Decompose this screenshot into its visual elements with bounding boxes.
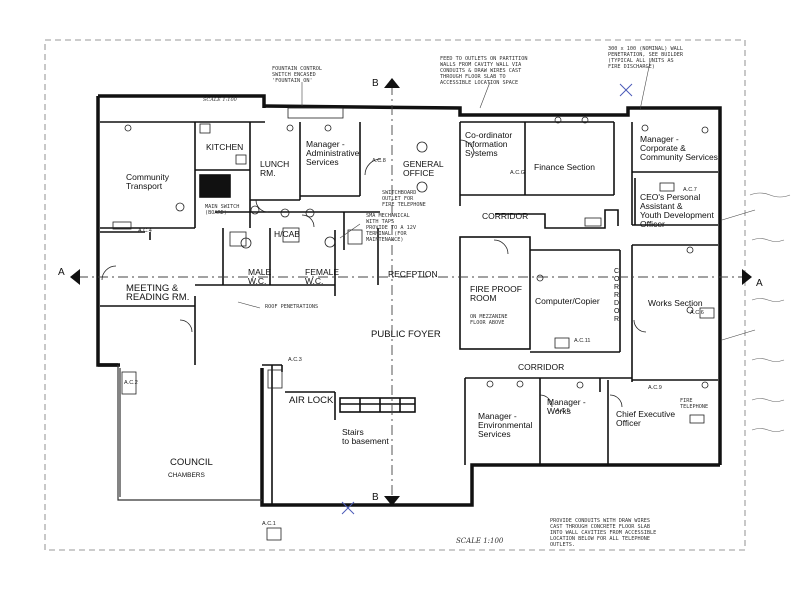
label-stairs: Stairs to basement — [342, 427, 389, 446]
note-main-switch: MAIN SWITCH (BOARD) — [205, 204, 240, 216]
ac-label: A.C.4 — [138, 228, 152, 234]
room-meeting-reading: MEETING & READING RM. — [126, 283, 190, 303]
ac-label: A.C.3 — [288, 357, 302, 363]
room-manager-environmental: Manager - Environmental Services — [478, 411, 533, 439]
ac-label: A.C.2 — [124, 380, 138, 386]
exterior-walls — [96, 94, 722, 507]
room-computer-copier: Computer/Copier — [535, 296, 600, 306]
scale-bottom: SCALE 1:100 — [456, 537, 504, 545]
room-manager-corporate: Manager - Corporate & Community Services — [640, 134, 718, 162]
note-wall-penetration: 300 x 100 (NOMINAL) WALL PENETRATION, SE… — [608, 46, 683, 70]
room-male-wc: MALE W.C. — [248, 267, 272, 286]
ac-label: A.C.G — [510, 170, 525, 176]
room-ceo-pa: CEO's Personal Assistant & Youth Develop… — [640, 192, 714, 229]
label-hcab: H/CAB — [274, 229, 300, 239]
room-kitchen: KITCHEN — [206, 142, 244, 152]
room-fire-proof: FIRE PROOF ROOM — [470, 284, 522, 303]
room-public-foyer: PUBLIC FOYER — [371, 329, 441, 340]
note-telephone-conduits: PROVIDE CONDUITS WITH DRAW WIRES CAST TH… — [550, 518, 657, 548]
note-fountain-switch: FOUNTAIN CONTROL SWITCH ENCASED 'FOUNTAI… — [272, 66, 322, 84]
note-switchboard: SWITCHBOARD OUTLET FOR FIRE TELEPHONE — [382, 190, 426, 208]
scale-top: SCALE 1:100 — [203, 97, 237, 103]
label-corridor-top: CORRIDOR — [482, 211, 529, 221]
fixtures — [112, 107, 715, 541]
ac-label: A.C.7 — [683, 187, 697, 193]
leader-lines — [237, 61, 756, 341]
section-marker-b-bottom: B — [372, 492, 379, 503]
door-swings — [101, 139, 647, 408]
room-council: COUNCIL — [170, 457, 213, 468]
section-marker-b-top: B — [372, 78, 379, 89]
room-works-section: Works Section — [648, 298, 703, 308]
room-manager-administrative: Manager - Administrative Services — [306, 139, 360, 167]
note-mechanical: SMA MECHANICAL WITH TAPS PROVIDE TO A 12… — [366, 213, 416, 243]
dashed-border — [44, 39, 746, 551]
room-finance: Finance Section — [534, 162, 595, 172]
room-female-wc: FEMALE W.C. — [305, 267, 340, 286]
room-community-transport: Community Transport — [126, 172, 169, 191]
room-coordinator-info: Co-ordinator Information Systems — [465, 130, 513, 158]
label-corridor-vertical: CORRIDOR — [614, 268, 621, 323]
right-margin-scribbles — [749, 192, 791, 432]
ac-label: A.C.8 — [372, 158, 386, 164]
note-fire-telephone: FIRE TELEPHONE — [680, 398, 709, 410]
room-chambers: CHAMBERS — [168, 472, 205, 479]
section-lines — [78, 85, 750, 498]
room-general-office: GENERAL OFFICE — [403, 159, 444, 178]
section-markers — [70, 78, 752, 506]
council-outline — [117, 365, 262, 501]
note-feed-to-outlets: FEED TO OUTLETS ON PARTITION WALLS FROM … — [440, 56, 528, 86]
ac-label: A.C.9 — [648, 385, 662, 391]
interior-walls — [100, 121, 718, 505]
room-lunch: LUNCH RM. — [260, 159, 290, 178]
section-marker-a-left: A — [58, 267, 65, 278]
note-mezzanine: ON MEZZANINE FLOOR ABOVE — [470, 314, 508, 326]
ac-label: A.C.11 — [574, 338, 591, 344]
x-markers — [341, 83, 633, 515]
room-air-lock: AIR LOCK — [289, 395, 334, 406]
note-roof-penetrations: ROOF PENETRATIONS — [265, 304, 319, 310]
ac-label: A.C.6 — [690, 310, 704, 316]
section-marker-a-right: A — [756, 278, 763, 289]
ac-label: A.C.1 — [262, 521, 276, 527]
ac-label: A.C.5 — [556, 408, 570, 414]
label-corridor-lower: CORRIDOR — [518, 362, 565, 372]
room-manager-works: Manager - Works — [547, 397, 586, 416]
room-chief-executive: Chief Executive Officer — [616, 409, 676, 428]
room-reception: RECEPTION — [388, 269, 438, 279]
